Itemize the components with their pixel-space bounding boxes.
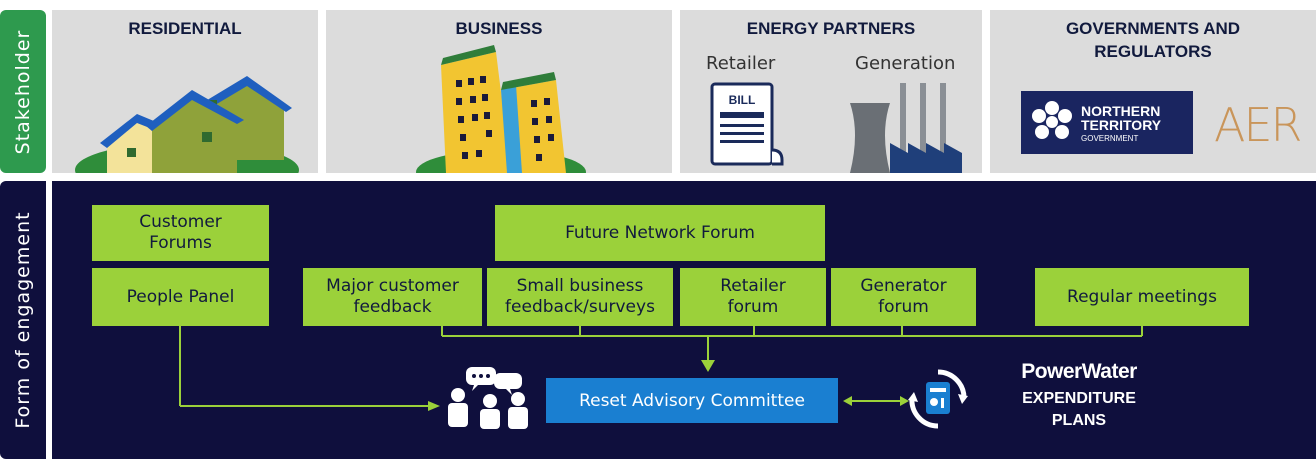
- nt-government-logo: NORTHERN TERRITORY GOVERNMENT: [1021, 91, 1193, 154]
- business-panel: BUSINESS: [326, 10, 672, 173]
- major-customer-line-1: Major customer: [326, 276, 459, 296]
- nt-flower-icon: [1032, 101, 1072, 139]
- regular-meetings-label: Regular meetings: [1067, 286, 1217, 307]
- retailer-forum-line-2: forum: [727, 297, 779, 317]
- governments-title-1: GOVERNMENTS AND: [1065, 19, 1241, 38]
- customer-forums-line-1: Customer: [139, 212, 222, 232]
- retailer-forum-line-1: Retailer: [720, 276, 786, 296]
- residential-title: RESIDENTIAL: [128, 19, 242, 38]
- power-plant-icon: [850, 83, 962, 173]
- people-panel-label: People Panel: [126, 286, 235, 307]
- reset-advisory-committee-label: Reset Advisory Committee: [579, 390, 805, 411]
- major-customer-line-2: feedback: [353, 297, 432, 317]
- buildings-icon: [416, 45, 586, 173]
- future-network-forum-label: Future Network Forum: [565, 222, 755, 243]
- small-business-line-1: Small business: [516, 276, 644, 296]
- people-panel-box: People Panel: [92, 268, 269, 326]
- retailer-forum-box: Retailer forum: [680, 268, 826, 326]
- customer-forums-line-2: Forums: [149, 233, 212, 253]
- generator-forum-line-1: Generator: [860, 276, 947, 296]
- governments-title-2: REGULATORS: [1094, 42, 1212, 61]
- retailer-label: Retailer: [706, 53, 776, 74]
- expenditure-label: EXPENDITURE: [1022, 390, 1136, 407]
- bill-text: BILL: [729, 93, 756, 107]
- aer-logo: AER: [1214, 98, 1302, 152]
- engagement-label-bar: Form of engagement: [0, 181, 46, 459]
- generator-forum-line-2: forum: [878, 297, 929, 317]
- plans-label: PLANS: [1051, 412, 1107, 429]
- governments-panel: GOVERNMENTS AND REGULATORS NORTHERN TERR…: [990, 10, 1316, 173]
- powerwater-logo: PowerWater: [1021, 360, 1137, 383]
- energy-partners-title: ENERGY PARTNERS: [746, 19, 916, 38]
- houses-icon: [75, 76, 299, 173]
- nt-line-3: GOVERNMENT: [1081, 134, 1139, 143]
- nt-line-1: NORTHERN: [1081, 103, 1161, 119]
- residential-panel: RESIDENTIAL: [52, 10, 318, 173]
- business-title: BUSINESS: [455, 19, 543, 38]
- stakeholder-label-bar: Stakeholder: [0, 10, 46, 173]
- customer-forums-box: Customer Forums: [92, 205, 269, 261]
- discussion-group-icon: [448, 367, 528, 429]
- nt-line-2: TERRITORY: [1081, 117, 1162, 133]
- bill-icon: BILL: [710, 82, 784, 166]
- generation-label: Generation: [855, 53, 956, 74]
- generator-forum-box: Generator forum: [831, 268, 976, 326]
- plans-cycle-icon: [908, 369, 968, 429]
- regular-meetings-box: Regular meetings: [1035, 268, 1249, 326]
- major-customer-box: Major customer feedback: [303, 268, 482, 326]
- energy-partners-panel: ENERGY PARTNERS Retailer Generation BILL: [680, 10, 982, 173]
- small-business-box: Small business feedback/surveys: [487, 268, 673, 326]
- future-network-forum-box: Future Network Forum: [495, 205, 825, 261]
- small-business-line-2: feedback/surveys: [505, 297, 655, 317]
- reset-advisory-committee-box: Reset Advisory Committee: [546, 378, 838, 423]
